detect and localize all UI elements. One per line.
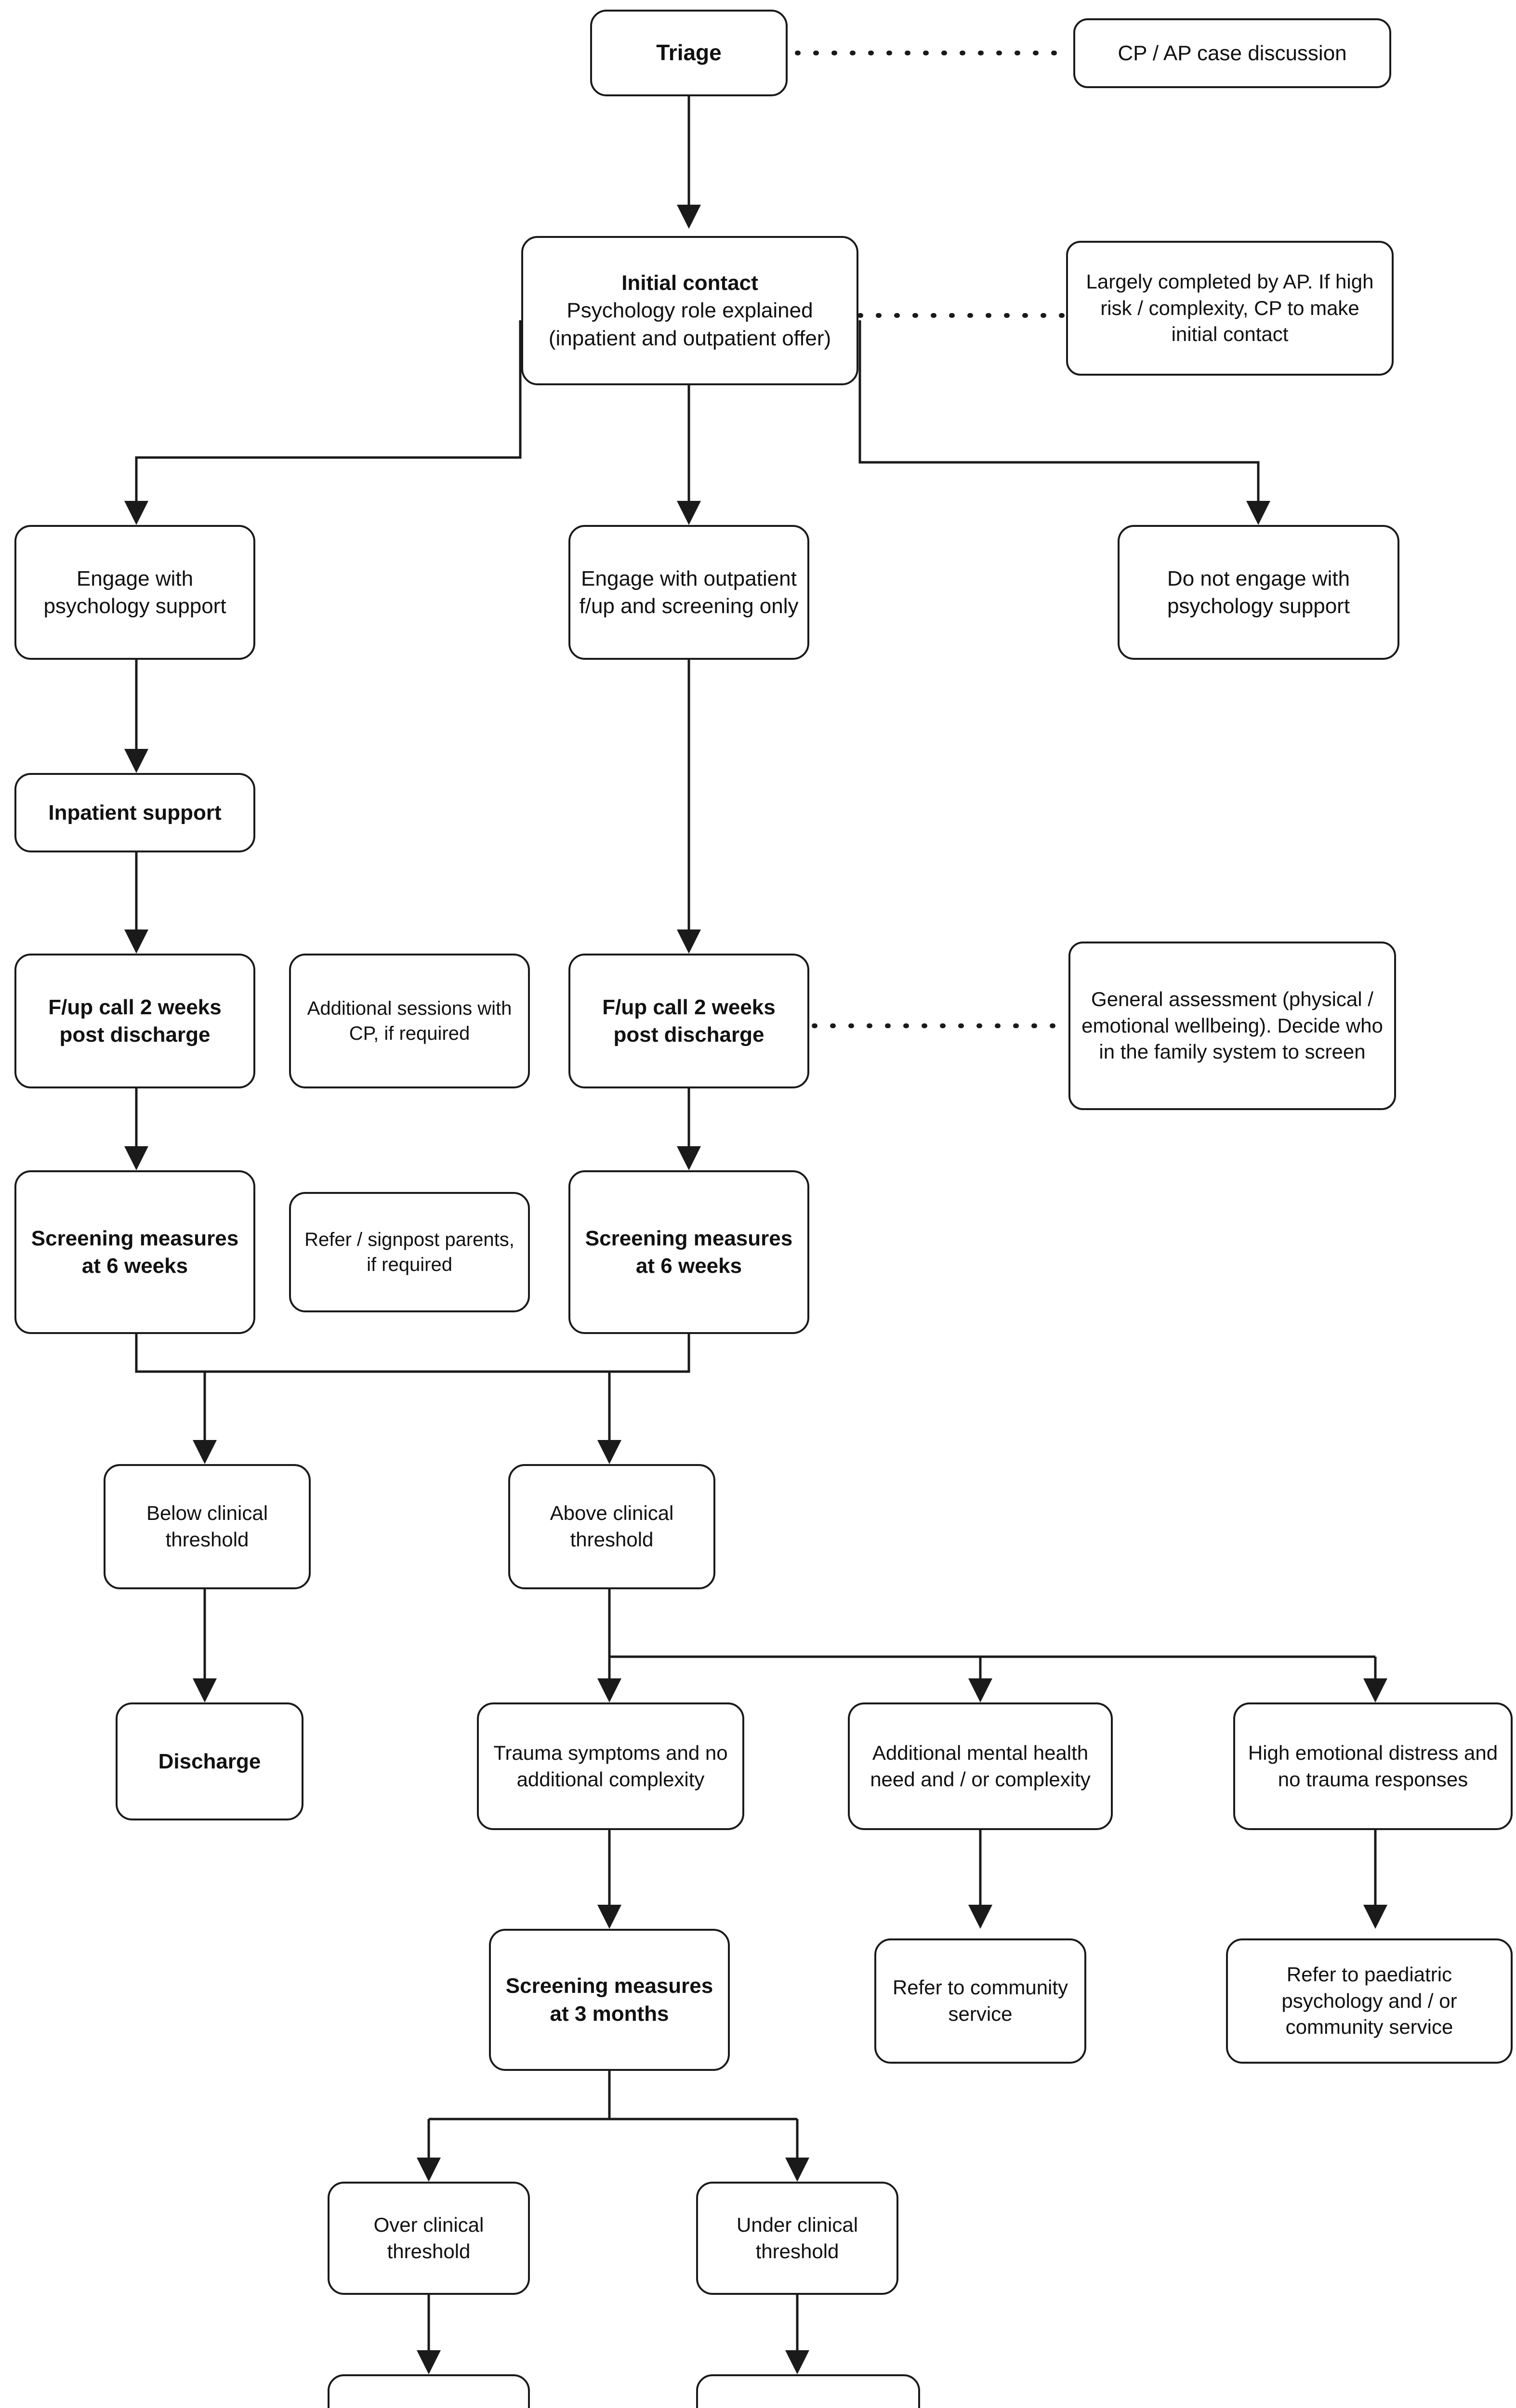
node-screening-measures-6-weeks-right[interactable]: Screening measures at 6 weeks: [568, 1170, 809, 1334]
node-screening-measures-3-months[interactable]: Screening measures at 3 months: [489, 1929, 730, 2071]
node-engage-with-outpatient-fup-label: Engage with outpatient f/up and screenin…: [579, 566, 799, 618]
node-initial-contact-annotation[interactable]: Largely completed by AP. If high risk / …: [1066, 241, 1394, 376]
node-over-clinical-threshold-label: Over clinical threshold: [373, 2213, 484, 2263]
node-trauma-symptoms-label: Trauma symptoms and no additional comple…: [493, 1741, 728, 1791]
node-fup-call-2-weeks-right[interactable]: F/up call 2 weeks post discharge: [568, 954, 809, 1088]
node-refer-signpost-parents-label: Refer / signpost parents, if required: [304, 1229, 514, 1275]
node-above-clinical-threshold[interactable]: Above clinical threshold: [508, 1464, 715, 1589]
node-offer-intervention[interactable]: Offer intervention: [328, 2374, 530, 2408]
node-under-clinical-threshold[interactable]: Under clinical threshold: [696, 2182, 898, 2295]
node-engage-with-psychology-support-label: Engage with psychology support: [43, 566, 226, 618]
node-high-emotional-distress[interactable]: High emotional distress and no trauma re…: [1233, 1702, 1513, 1830]
node-refer-signpost-parents[interactable]: Refer / signpost parents, if required: [289, 1192, 530, 1312]
node-initial-contact-annotation-label: Largely completed by AP. If high risk / …: [1086, 270, 1374, 346]
node-fup-call-2-weeks-left[interactable]: F/up call 2 weeks post discharge: [14, 954, 255, 1088]
node-below-clinical-threshold[interactable]: Below clinical threshold: [104, 1464, 311, 1589]
edge-screening-bus: [135, 1332, 690, 1373]
node-discharge-label: Discharge: [158, 1749, 261, 1773]
node-high-emotional-distress-label: High emotional distress and no trauma re…: [1248, 1741, 1498, 1791]
node-additional-sessions-with-cp[interactable]: Additional sessions with CP, if required: [289, 954, 530, 1088]
node-initial-contact-title: Initial contact: [621, 271, 758, 295]
node-triage-label: Triage: [656, 40, 722, 65]
node-screening-measures-3-months-label: Screening measures at 3 months: [505, 1974, 713, 2026]
node-screening-measures-6-weeks-left-label: Screening measures at 6 weeks: [31, 1226, 239, 1278]
node-general-assessment-annotation-label: General assessment (physical / emotional…: [1081, 988, 1383, 1063]
node-inpatient-support[interactable]: Inpatient support: [14, 773, 255, 852]
node-initial-contact[interactable]: Initial contact Psychology role explaine…: [521, 236, 858, 385]
edge-screening3-bus: [429, 2071, 797, 2120]
node-triage[interactable]: Triage: [590, 10, 788, 96]
node-consider-ongoing-support[interactable]: Consider ongoing support: [696, 2374, 920, 2408]
node-refer-to-paediatric-psychology-label: Refer to paediatric psychology and / or …: [1281, 1963, 1457, 2039]
node-additional-sessions-with-cp-label: Additional sessions with CP, if required: [307, 998, 512, 1044]
node-additional-mental-health-need[interactable]: Additional mental health need and / or c…: [848, 1702, 1113, 1830]
node-screening-measures-6-weeks-left[interactable]: Screening measures at 6 weeks: [14, 1170, 255, 1334]
node-do-not-engage-with-psychology-support[interactable]: Do not engage with psychology support: [1118, 525, 1399, 660]
edge-initial-to-do-not-engage: [858, 320, 1270, 525]
edge-initial-to-engage-psych: [124, 320, 522, 525]
node-refer-to-community-service-label: Refer to community service: [892, 1976, 1068, 2025]
node-under-clinical-threshold-label: Under clinical threshold: [736, 2213, 858, 2263]
node-over-clinical-threshold[interactable]: Over clinical threshold: [328, 2182, 530, 2295]
node-refer-to-paediatric-psychology[interactable]: Refer to paediatric psychology and / or …: [1226, 1938, 1513, 2064]
node-below-clinical-threshold-label: Below clinical threshold: [146, 1502, 268, 1551]
node-trauma-symptoms[interactable]: Trauma symptoms and no additional comple…: [477, 1702, 744, 1830]
node-inpatient-support-label: Inpatient support: [48, 800, 222, 824]
node-engage-with-outpatient-fup[interactable]: Engage with outpatient f/up and screenin…: [568, 525, 809, 660]
node-cp-ap-case-discussion-label: CP / AP case discussion: [1118, 41, 1347, 65]
node-fup-call-2-weeks-right-label: F/up call 2 weeks post discharge: [602, 995, 776, 1047]
node-initial-contact-body: Psychology role explained (inpatient and…: [548, 299, 831, 350]
node-engage-with-psychology-support[interactable]: Engage with psychology support: [14, 525, 255, 660]
node-discharge[interactable]: Discharge: [116, 1702, 303, 1820]
node-above-clinical-threshold-label: Above clinical threshold: [550, 1502, 674, 1551]
node-do-not-engage-with-psychology-support-label: Do not engage with psychology support: [1167, 566, 1350, 618]
node-screening-measures-6-weeks-right-label: Screening measures at 6 weeks: [585, 1226, 793, 1278]
node-cp-ap-case-discussion[interactable]: CP / AP case discussion: [1073, 18, 1391, 88]
node-refer-to-community-service[interactable]: Refer to community service: [874, 1938, 1086, 2064]
edge-above-bus: [608, 1589, 1375, 1658]
node-fup-call-2-weeks-left-label: F/up call 2 weeks post discharge: [48, 995, 222, 1047]
node-additional-mental-health-need-label: Additional mental health need and / or c…: [870, 1741, 1091, 1791]
node-general-assessment-annotation[interactable]: General assessment (physical / emotional…: [1068, 942, 1396, 1110]
